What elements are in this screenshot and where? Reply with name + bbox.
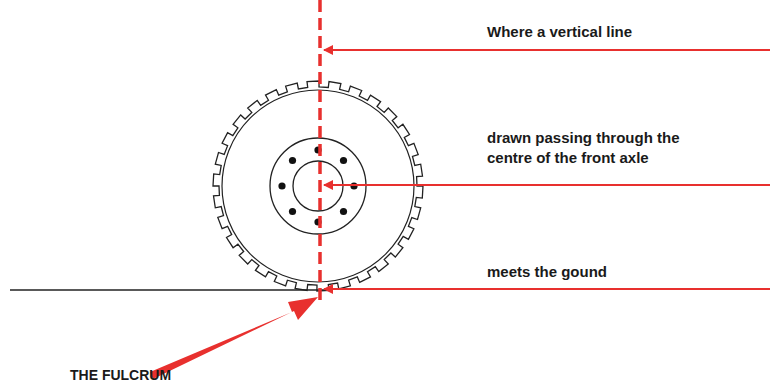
leader-line	[324, 49, 770, 51]
bolt	[340, 157, 347, 164]
fulcrum-arrow	[150, 297, 318, 379]
callout-label: Where a vertical line	[487, 22, 757, 42]
leader-line	[324, 288, 770, 290]
fulcrum-label: THE FULCRUM	[70, 366, 270, 385]
callout-label: meets the gound	[487, 262, 757, 282]
bolt	[289, 208, 296, 215]
vertical-dashed-line	[318, 0, 322, 300]
bolt	[289, 157, 296, 164]
leader-line	[324, 184, 770, 186]
ground-line	[10, 289, 330, 291]
callout-label: drawn passing through the centre of the …	[487, 128, 717, 169]
bolt	[340, 208, 347, 215]
bolt	[278, 182, 285, 189]
